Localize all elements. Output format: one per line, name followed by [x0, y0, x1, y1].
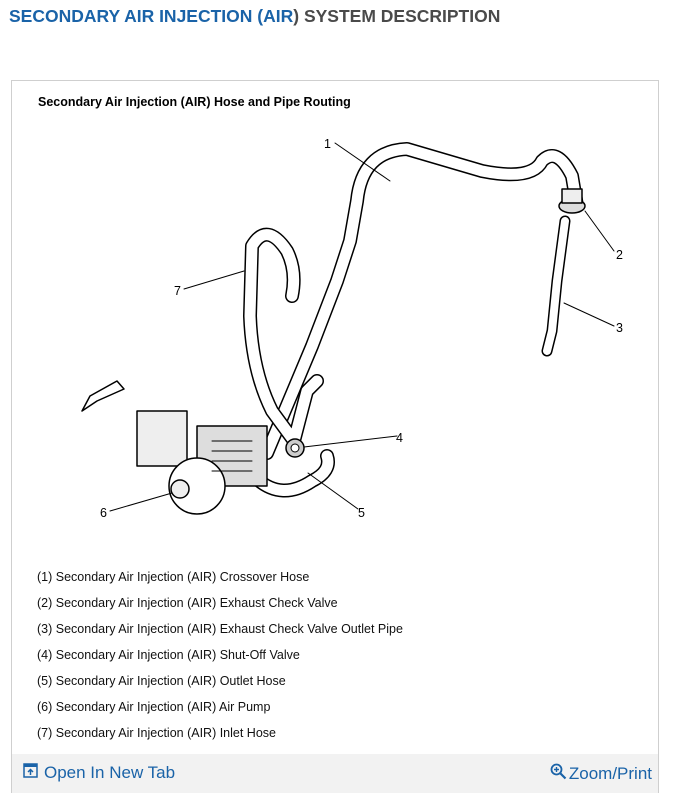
legend-list: (1) Secondary Air Injection (AIR) Crosso…: [37, 569, 403, 751]
leader-4: [303, 435, 398, 448]
figure-card: Secondary Air Injection (AIR) Hose and P…: [11, 80, 659, 793]
leader-2: [584, 210, 615, 252]
page-title-part1: SECONDARY AIR INJECTION (: [9, 6, 264, 26]
legend-item: (2) Secondary Air Injection (AIR) Exhaus…: [37, 596, 338, 610]
check-valve-body: [561, 188, 583, 204]
outlet-hose-inner: [251, 450, 334, 496]
callout-2: 2: [616, 248, 623, 262]
pump-fins: [211, 440, 253, 472]
page-title-part2: AIR: [263, 6, 294, 26]
pump-bracket: [136, 410, 188, 467]
legend-item: (5) Secondary Air Injection (AIR) Outlet…: [37, 674, 286, 688]
leader-7: [183, 270, 245, 290]
callout-1: 1: [324, 137, 331, 151]
callout-4: 4: [396, 431, 403, 445]
figure-footer: Open In New Tab Zoom/Print: [12, 754, 658, 793]
legend-item: (3) Secondary Air Injection (AIR) Exhaus…: [37, 622, 403, 636]
shut-off-valve-core: [290, 443, 300, 453]
callout-3: 3: [616, 321, 623, 335]
crossover-hose-inner: [261, 143, 583, 459]
leader-5: [307, 472, 359, 510]
crossover-hose: [260, 142, 584, 460]
leader-3: [563, 302, 615, 327]
pump-motor-cap: [170, 479, 190, 499]
page-title: SECONDARY AIR INJECTION (AIR) SYSTEM DES…: [9, 6, 500, 27]
legend-item: (4) Secondary Air Injection (AIR) Shut-O…: [37, 648, 300, 662]
leader-6: [109, 492, 173, 512]
zoom-print-label: Zoom/Print: [568, 764, 652, 783]
leader-1: [334, 142, 391, 182]
callout-7: 7: [174, 284, 181, 298]
open-in-new-tab-label: Open In New Tab: [44, 763, 176, 782]
legend-item: (6) Secondary Air Injection (AIR) Air Pu…: [37, 700, 271, 714]
legend-item: (1) Secondary Air Injection (AIR) Crosso…: [37, 570, 310, 584]
open-in-new-tab-icon: [23, 763, 38, 783]
page-title-part3: ) SYSTEM DESCRIPTION: [293, 6, 501, 26]
pump-motor: [168, 457, 226, 515]
inlet-hose-inner: [244, 229, 323, 447]
open-in-new-tab-link[interactable]: Open In New Tab: [23, 763, 175, 783]
zoom-print-link[interactable]: Zoom/Print: [550, 763, 652, 785]
zoom-magnifier-icon: [550, 763, 567, 785]
legend-item: (7) Secondary Air Injection (AIR) Inlet …: [37, 726, 276, 740]
callout-6: 6: [100, 506, 107, 520]
callout-5: 5: [358, 506, 365, 520]
direction-arrow: [81, 380, 125, 412]
outlet-pipe-inner: [543, 217, 569, 355]
hose-routing-diagram: 1 2 3 4 5 6 7: [81, 137, 623, 520]
figure-heading: Secondary Air Injection (AIR) Hose and P…: [38, 95, 351, 109]
